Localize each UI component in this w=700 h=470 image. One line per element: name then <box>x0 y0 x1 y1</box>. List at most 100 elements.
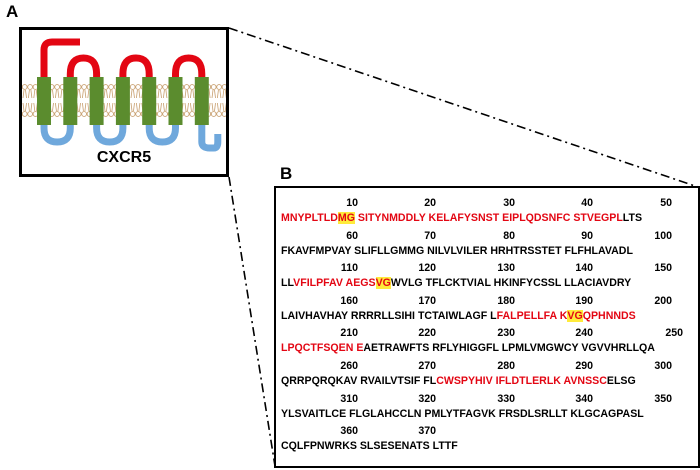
lipid-tail <box>214 89 216 99</box>
residue-position-number: 240 <box>575 327 593 340</box>
extracellular-loop <box>119 54 153 79</box>
lipid-head <box>108 84 114 90</box>
lipid-head <box>221 84 226 90</box>
highlighted-residue-segment: SITYNMDDLY KELAFYSNST EIPLQDSNFC STVEGPL <box>354 212 623 224</box>
sequence-residue-row: MNYPLTLDMG SITYNMDDLY KELAFYSNST EIPLQDS… <box>276 211 700 226</box>
lipid-head <box>22 84 28 90</box>
lipid-head <box>81 111 87 117</box>
residue-position-number: 40 <box>581 197 593 209</box>
sequence-residue-row: LPQCTFSQEN EAETRAWFTS RFLYHIGGFL LPMLVMG… <box>276 341 700 356</box>
lipid-tail <box>87 89 90 99</box>
highlighted-residue-segment: LPQCTFSQEN E <box>281 342 364 355</box>
residue-position-number: 20 <box>424 197 436 209</box>
lipid-tail <box>22 89 25 99</box>
residue-position-number: 360 <box>340 425 358 438</box>
lipid-tail <box>136 102 138 112</box>
lipid-tail <box>55 89 57 99</box>
residue-position-number: 90 <box>581 229 593 242</box>
lipid-tail <box>57 102 60 112</box>
residue-segment: CQLFPNWRKS SLSESENATS LTTF <box>281 440 458 453</box>
residue-position-number: 70 <box>424 229 436 242</box>
lipid-tail <box>192 102 195 112</box>
lipid-tail <box>192 89 195 99</box>
sequence-text: QRRPQRQKAV RVAILVTSIF FLCWSPYHIV IFLDTLE… <box>281 374 636 389</box>
panel-b-label: B <box>280 164 293 183</box>
transmembrane-helix-1 <box>37 77 51 125</box>
lipid-tail <box>25 89 27 99</box>
residue-position-number: 110 <box>340 262 358 275</box>
lipid-tail <box>28 102 30 112</box>
residue-position-number: 50 <box>660 197 672 209</box>
transmembrane-helix-6 <box>168 77 183 125</box>
lipid-tail <box>160 89 162 99</box>
lipid-head <box>27 84 33 90</box>
extracellular-loop <box>172 54 206 79</box>
lipid-tail <box>219 102 222 112</box>
protein-name: CXCR5 <box>96 149 152 166</box>
lipid-head <box>108 111 114 117</box>
sequence-residue-row: CQLFPNWRKS SLSESENATS LTTF <box>276 439 700 454</box>
lipid-tail <box>55 102 57 112</box>
lipid-tail <box>30 89 33 99</box>
residue-position-number: 330 <box>497 392 515 405</box>
lipid-tail <box>157 102 160 112</box>
highlighted-residue-segment: CWSPYHIV IFLDTLERLK AVNSSC <box>436 375 607 387</box>
lipid-head <box>210 84 217 90</box>
residue-segment: ELSG <box>606 375 636 387</box>
lipid-tail <box>190 102 192 112</box>
connector-bottom <box>228 176 276 467</box>
lipid-tail <box>208 102 211 112</box>
transmembrane-helix-3 <box>89 77 104 125</box>
lipid-tail <box>133 102 135 112</box>
lipid-tail <box>33 89 36 99</box>
lipid-tail <box>130 89 133 99</box>
lipid-tail <box>30 102 33 112</box>
lipid-tail <box>106 89 108 99</box>
lipid-tail <box>224 102 226 112</box>
highlighted-residue-segment: VFILPFAV AEGS <box>293 277 376 290</box>
lipid-tail <box>222 102 225 112</box>
transmembrane-helix-4 <box>115 77 130 125</box>
lipid-tail <box>219 89 222 99</box>
lipid-head <box>162 111 168 117</box>
c-terminus <box>198 123 222 152</box>
lipid-head <box>135 111 141 117</box>
lipid-tail <box>184 89 187 99</box>
lipid-tail <box>114 89 117 99</box>
lipid-tail <box>211 89 214 99</box>
lipid-tail <box>60 89 63 99</box>
lipid-tail <box>33 102 36 112</box>
lipid-tail <box>103 89 106 99</box>
lipid-tail <box>163 102 165 112</box>
sequence-text: LLVFILPFAV AEGSVGWVLG TFLCKTVIAL HKINFYC… <box>281 276 631 291</box>
lipid-head <box>135 84 141 90</box>
sequence-residue-row: YLSVAITLCE FLGLAHCCLN PMLYTFAGVK FRSDLSR… <box>276 407 700 422</box>
lipid-tail <box>111 89 114 99</box>
transmembrane-helices <box>37 77 209 125</box>
lipid-tail <box>138 89 141 99</box>
lipid-head <box>129 84 136 90</box>
boxed-residue-segment: VG <box>375 277 391 290</box>
intracellular-loop <box>40 123 74 146</box>
lipid-head <box>102 111 109 117</box>
lipid-head <box>22 111 28 117</box>
receptor-topology-panel: CXCR5 <box>19 27 229 177</box>
highlighted-residue-segment: FALPELLFA K <box>496 309 568 322</box>
lipid-head <box>156 111 163 117</box>
residue-segment: WVLG TFLCKTVIAL HKINFYCSSL LLACIAVDRY <box>390 277 632 290</box>
lipid-tail <box>165 89 168 99</box>
lipid-tail <box>138 102 141 112</box>
lipid-head <box>210 111 217 117</box>
lipid-head <box>81 84 87 90</box>
lipid-head <box>54 111 60 117</box>
residue-position-number: 230 <box>497 327 515 340</box>
residue-position-number: 160 <box>340 294 358 307</box>
residue-position-number: 260 <box>340 360 358 372</box>
